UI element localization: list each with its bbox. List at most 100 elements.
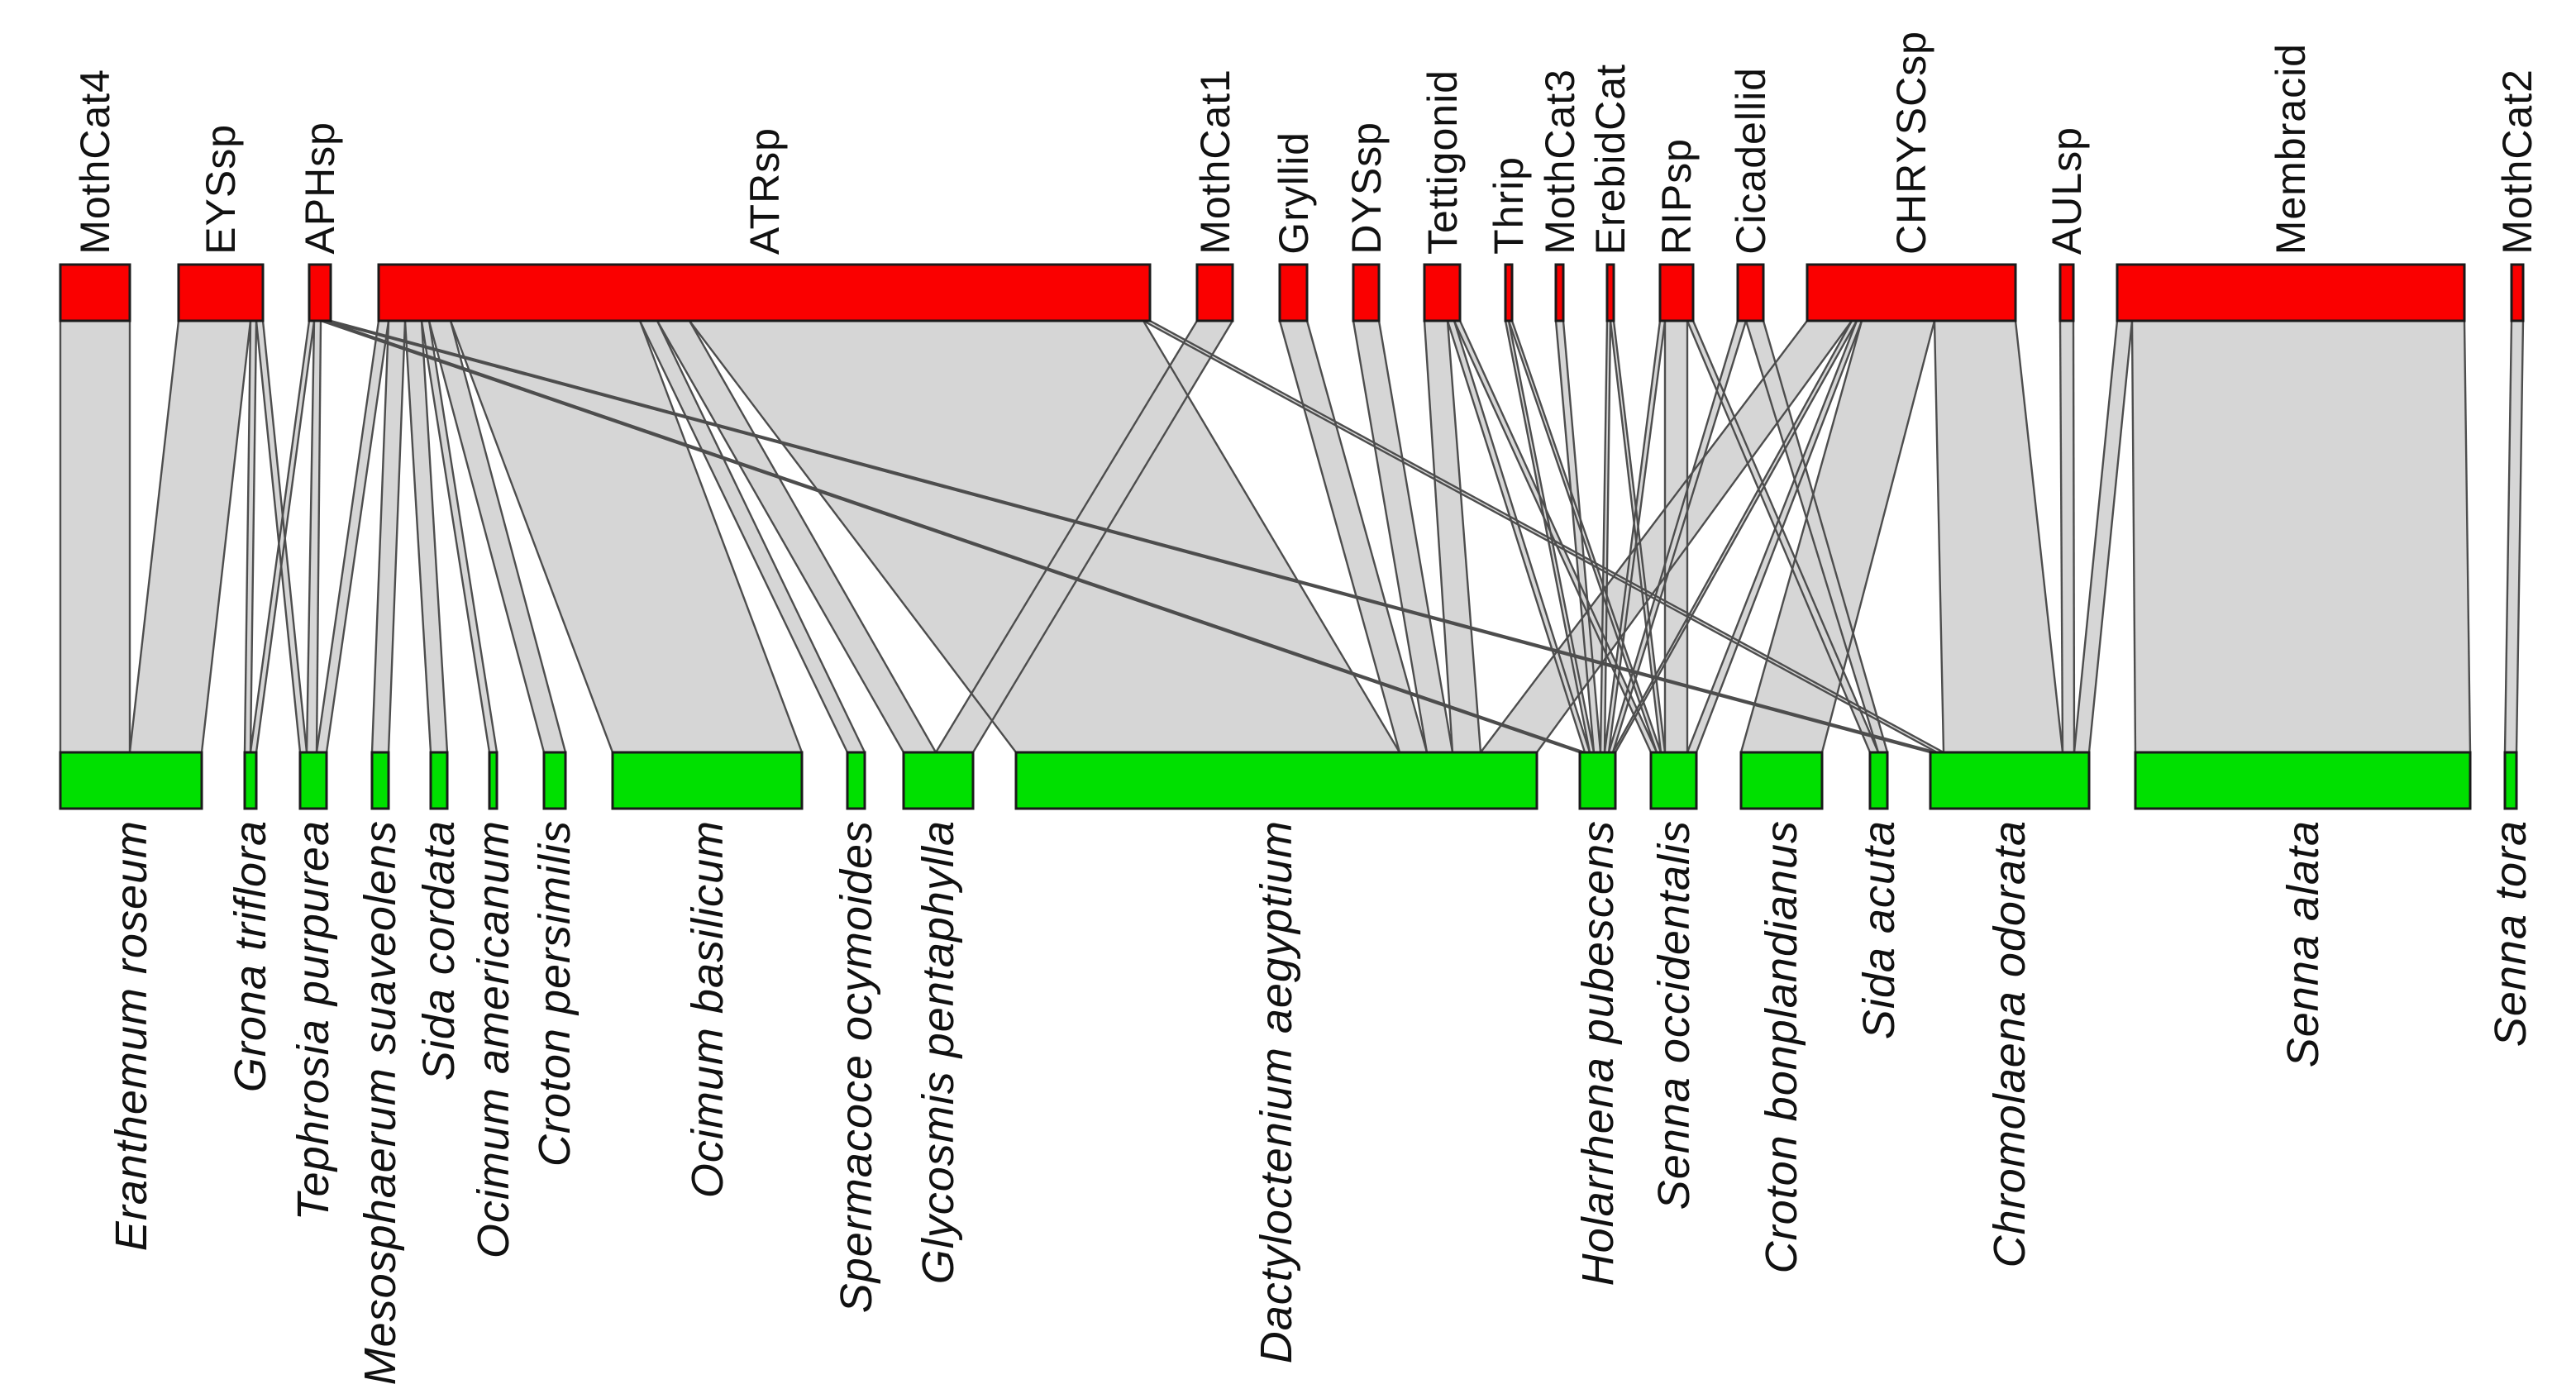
interaction-link-edge (330, 319, 1938, 754)
interaction-link-edge (449, 320, 567, 753)
bottom-node-label-SennaOcc: Senna occidentalis (1648, 820, 1699, 1210)
interaction-link-edge (1480, 320, 1808, 753)
interaction-link (372, 321, 405, 752)
plant-bar-Spermacoce (846, 751, 866, 810)
plant-bar-SidaAcuta (1868, 751, 1889, 810)
bottom-node-label-CrotonBonpl: Croton bonplandianus (1757, 820, 1806, 1274)
interaction-link (2132, 321, 2470, 752)
interaction-link-edge (1446, 320, 1586, 753)
interaction-link-edge (1695, 320, 1863, 753)
interaction-link-edge (325, 320, 390, 753)
interaction-link-edge (420, 320, 491, 753)
interaction-link-edge (971, 320, 1234, 753)
interaction-link-edge (2503, 320, 2513, 753)
bottom-node-label-SennaTora: Senna tora (2486, 820, 2535, 1048)
plant-bar-OcimumAmer (488, 751, 499, 810)
top-node-label-AULsp: AULsp (2044, 126, 2090, 255)
interaction-link-edge (1744, 320, 1880, 753)
interaction-link-edge (1458, 320, 1658, 753)
bottom-node-label-CrotonPers: Croton persimilis (530, 820, 580, 1167)
interaction-link-edge (689, 320, 1017, 753)
interaction-link-edge (1739, 320, 1863, 753)
interaction-link-edge (1305, 320, 1429, 753)
bottom-node-label-SidaAcuta: Sida acuta (1853, 820, 1904, 1040)
top-node-label-Cicadellid: Cicadellid (1727, 67, 1774, 255)
interaction-link (2074, 321, 2132, 752)
interaction-link-edge (325, 319, 1931, 754)
insect-bar-MothCat4 (59, 263, 131, 322)
interaction-link-edge (427, 320, 546, 753)
plant-bar-CrotonPers (542, 751, 567, 810)
interaction-link-edge (656, 320, 866, 753)
interaction-link-edge (1278, 320, 1401, 753)
bottom-node-label-Chromolaena: Chromolaena odorata (1985, 820, 2035, 1268)
bottom-node-label-Mesosphaerum: Mesosphaerum suaveolens (355, 820, 405, 1386)
top-node-label-Gryllid: Gryllid (1270, 131, 1317, 255)
insect-bar-ErebidCat (1605, 263, 1615, 322)
interaction-link-edge (1504, 320, 1591, 753)
interaction-link (640, 321, 865, 752)
interaction-link (1448, 321, 1590, 752)
interaction-link-edge (1820, 320, 1936, 753)
top-node-label-MothCat4: MothCat4 (72, 69, 118, 255)
interaction-link-edge (638, 320, 804, 753)
interaction-link-edge (2072, 320, 2076, 753)
interaction-link (1280, 321, 1427, 752)
interaction-link-edge (370, 320, 390, 753)
interaction-link (2060, 321, 2074, 752)
interaction-link-edge (1554, 320, 1596, 753)
interaction-link-edge (1352, 320, 1429, 753)
bottom-node-label-OcimumBasil: Ocimum basilicum (682, 820, 732, 1199)
interaction-link (317, 321, 389, 752)
interaction-link-edge (638, 320, 849, 753)
interaction-link-edge (688, 320, 937, 753)
interaction-link-edge (2087, 320, 2134, 753)
interaction-link-edge (2014, 320, 2064, 753)
plant-bar-SennaOcc (1649, 751, 1698, 810)
insect-bar-Gryllid (1278, 263, 1309, 322)
insect-bar-MothCat2 (2510, 263, 2525, 322)
interaction-link-edge (1446, 320, 1482, 753)
plant-bar-Grona (243, 751, 258, 810)
insect-bar-Tettigonid (1423, 263, 1462, 322)
interaction-link-edge (1607, 320, 1667, 753)
interaction-link (936, 321, 1233, 752)
bottom-node-label-Tephrosia: Tephrosia purpurea (289, 820, 338, 1221)
interaction-link-edge (320, 319, 1581, 754)
interaction-link-edge (1762, 320, 1889, 753)
interaction-link-edge (325, 319, 1586, 754)
interaction-link-edge (1611, 320, 1748, 753)
top-node-label-MothCat3: MothCat3 (1536, 69, 1583, 255)
interaction-link-edge (305, 320, 316, 753)
insect-bar-ATRsp (377, 263, 1152, 322)
top-node-label-RIPsp: RIPsp (1653, 137, 1700, 255)
interaction-link (1687, 321, 1862, 752)
interaction-link-edge (1507, 320, 1596, 753)
plant-bar-Tephrosia (298, 751, 328, 810)
interaction-link-edge (1143, 319, 1938, 754)
interaction-link-edge (427, 320, 499, 753)
interaction-link-edge (1142, 320, 1401, 753)
interaction-link-edge (2130, 320, 2137, 753)
plant-bar-SennaAlata (2134, 751, 2472, 810)
interaction-link-edge (249, 320, 311, 753)
insect-bar-AULsp (2058, 263, 2075, 322)
interaction-link-edge (315, 320, 322, 753)
bottom-node-label-SidaCordata: Sida cordata (414, 820, 464, 1081)
bottom-node-label-OcimumAmer: Ocimum americanum (468, 820, 518, 1259)
interaction-link-edge (1536, 320, 1853, 753)
interaction-link-edge (449, 320, 614, 753)
plant-bar-Dactyloctenium (1014, 751, 1538, 810)
interaction-link-edge (420, 320, 449, 753)
interaction-link-edge (1603, 320, 1612, 753)
interaction-link-edge (1611, 320, 1853, 753)
bottom-node-label-Eranthemum: Eranthemum roseum (106, 820, 156, 1252)
bottom-node-label-Glycosmis: Glycosmis pentaphylla (914, 820, 963, 1285)
interaction-link (250, 321, 314, 752)
interaction-link-edge (200, 320, 252, 753)
top-node-label-ATRsp: ATRsp (741, 126, 788, 255)
interaction-link-edge (934, 320, 1199, 753)
interaction-link (422, 321, 497, 752)
plant-bar-Mesosphaerum (370, 751, 390, 810)
